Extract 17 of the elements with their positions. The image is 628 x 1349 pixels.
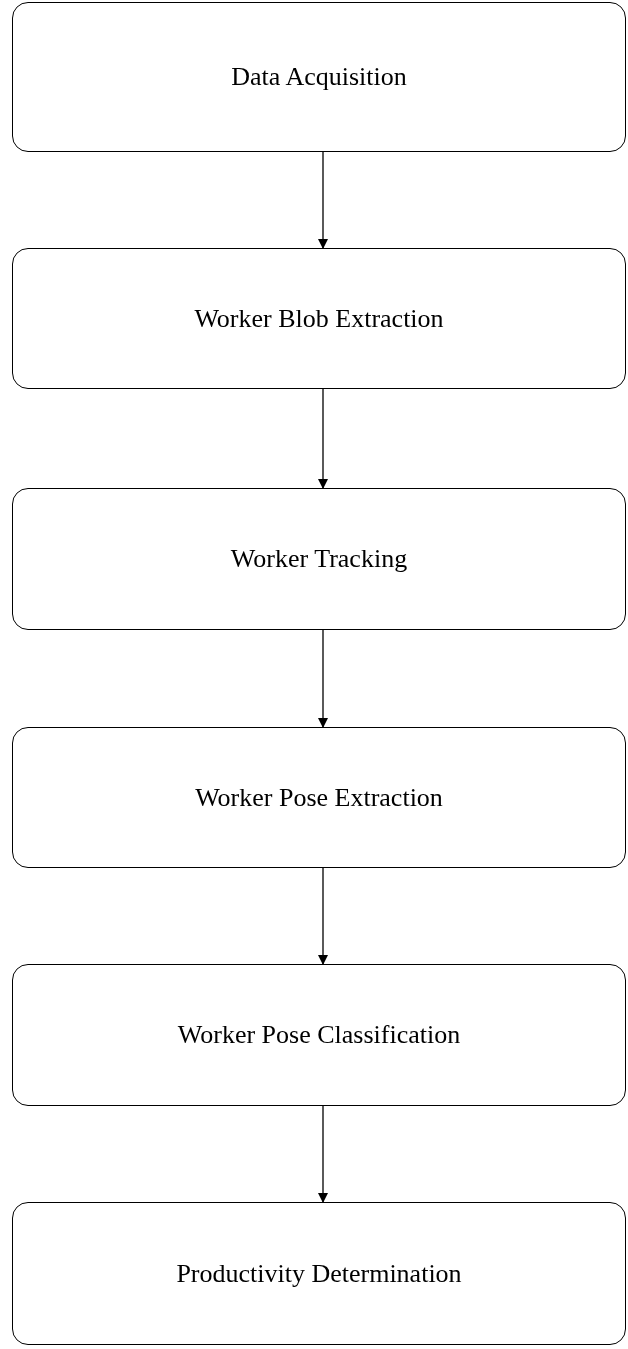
step-label: Data Acquisition	[231, 62, 407, 92]
step-label: Worker Blob Extraction	[194, 303, 444, 334]
arrow	[318, 1105, 328, 1203]
process-box	[12, 2, 626, 152]
step-label: Worker Pose Extraction	[195, 782, 443, 813]
arrow	[318, 151, 328, 249]
process-box	[12, 488, 626, 630]
process-box	[12, 964, 626, 1106]
process-box	[12, 727, 626, 868]
step-label: Worker Pose Classification	[177, 1020, 461, 1050]
step-label: Worker Tracking	[230, 544, 408, 574]
process-box	[12, 248, 626, 389]
step-label: Productivity Determination	[176, 1258, 462, 1289]
process-box	[12, 1202, 626, 1345]
arrow	[318, 388, 328, 489]
arrow	[318, 629, 328, 728]
arrow	[318, 867, 328, 965]
